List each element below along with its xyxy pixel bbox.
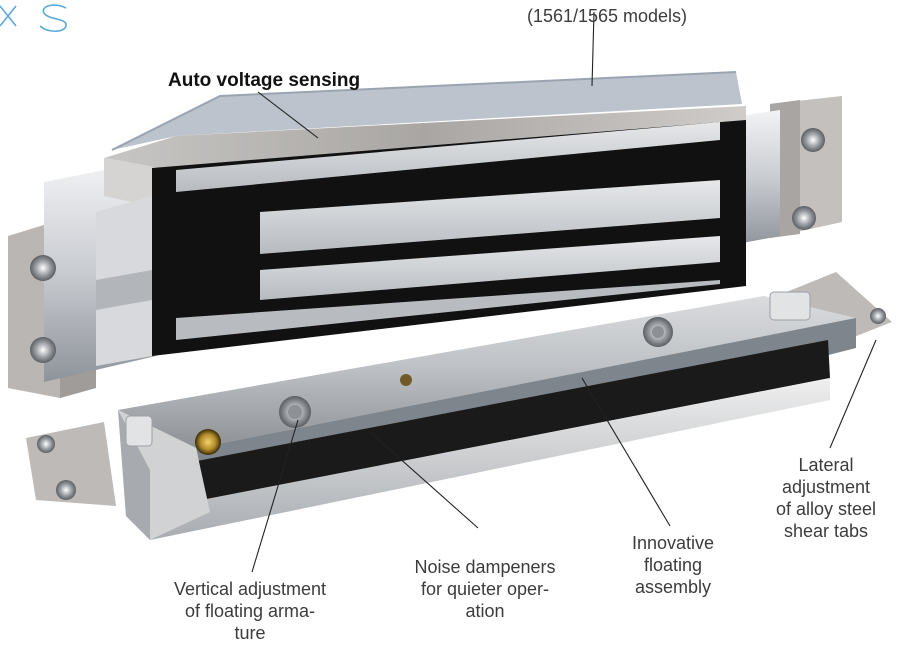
callout-lateral-line: shear tabs xyxy=(783,521,869,541)
callout-innovative-line: assembly xyxy=(634,577,712,597)
callout-lateral-line: of alloy steel xyxy=(775,499,877,519)
callout-line-top xyxy=(591,11,595,87)
callout-lateral-line: adjustment xyxy=(781,477,871,497)
callout-innovative-line: Innovative xyxy=(631,533,715,553)
callout-lateral: Lateral adjustment of alloy steel shear … xyxy=(756,454,896,542)
callout-vertical-line: of floating arma- xyxy=(184,601,316,621)
callout-noise-line: ation xyxy=(465,601,505,621)
callout-lines xyxy=(251,11,877,573)
callout-vertical-line: ture xyxy=(234,623,266,643)
callout-auto-voltage: Auto voltage sensing xyxy=(168,70,408,92)
callout-line-innovative xyxy=(581,377,671,527)
callout-vertical-line: Vertical adjustment xyxy=(173,579,327,599)
magnet-body xyxy=(8,71,842,398)
top-note-line: (1561/1565 models) xyxy=(526,6,688,26)
callout-vertical: Vertical adjustment of floating arma- tu… xyxy=(150,578,350,644)
callout-noise: Noise dampeners for quieter oper- ation xyxy=(400,556,570,622)
callout-innovative-line: floating xyxy=(643,555,703,575)
logo-fragment xyxy=(0,4,67,33)
callout-innovative: Innovative floating assembly xyxy=(608,532,738,598)
callout-noise-line: Noise dampeners xyxy=(414,557,556,577)
callout-line-lateral xyxy=(829,339,877,449)
top-note: (1561/1565 models) xyxy=(474,5,740,27)
callout-auto-voltage-text: Auto voltage sensing xyxy=(168,70,361,91)
callout-noise-line: for quieter oper- xyxy=(420,579,550,599)
armature-bar xyxy=(26,272,892,540)
callout-line-noise xyxy=(369,431,479,529)
callout-line-auto-voltage xyxy=(257,91,319,139)
callout-lateral-line: Lateral xyxy=(798,455,854,475)
callout-line-vertical xyxy=(251,419,299,573)
